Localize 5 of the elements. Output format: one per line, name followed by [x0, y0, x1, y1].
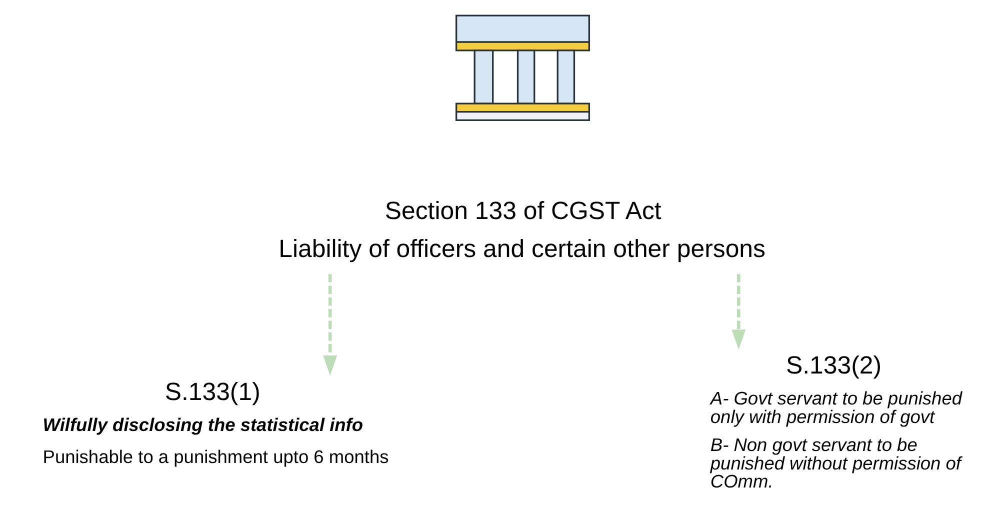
node-text: S.133(2) A- Govt servant to be punished only with permission of govt B- Non govt servant to be punished without permission of COmm. — [710, 351, 962, 492]
node-text: S.133(1) Wilfully disclosing the statistical info Punishable to a punishment upto 6 months — [42, 378, 389, 467]
arrow — [323, 274, 338, 376]
arrow — [732, 274, 746, 350]
node-text: Section 133 of CGST Act Liability of officers and certain other persons — [278, 196, 766, 264]
